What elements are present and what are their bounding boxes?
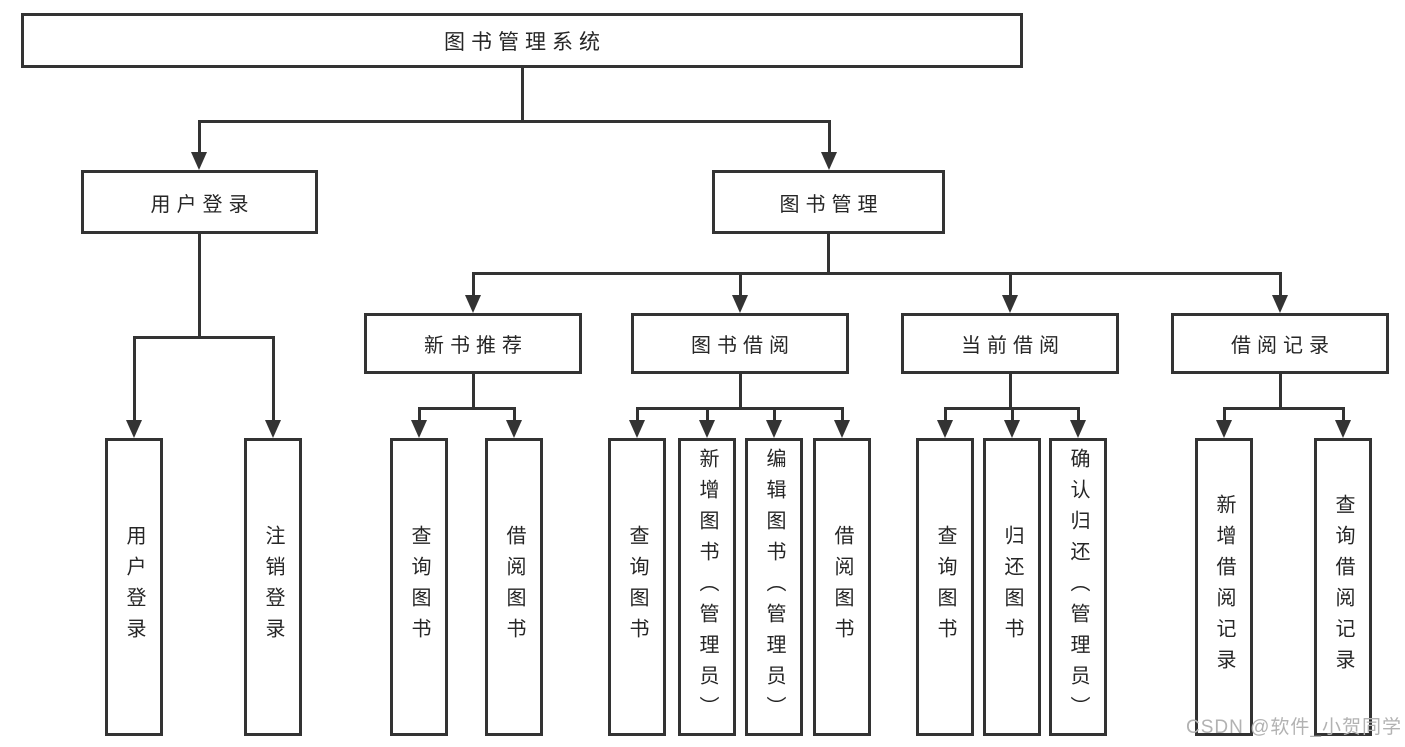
node-label: 新书推荐 <box>424 335 528 357</box>
node-label: 确认归还（管理员） <box>1067 447 1089 727</box>
connector-line <box>417 407 421 424</box>
connector-line <box>132 336 275 339</box>
leaf-query-books-current: 查询图书 <box>916 438 974 736</box>
arrow-down-icon <box>766 420 782 438</box>
connector-line <box>738 374 742 410</box>
connector-line <box>1008 272 1012 299</box>
connector-line <box>827 120 831 154</box>
arrow-down-icon <box>1070 420 1086 438</box>
connector-line <box>271 336 275 424</box>
arrow-down-icon <box>411 420 427 438</box>
connector-line <box>417 407 516 410</box>
leaf-user-login: 用户登录 <box>105 438 163 736</box>
connector-line <box>1010 407 1014 424</box>
arrow-down-icon <box>1272 295 1288 313</box>
leaf-add-borrow-record: 新增借阅记录 <box>1195 438 1253 736</box>
connector-line <box>1076 407 1080 424</box>
node-borrow-records: 借阅记录 <box>1171 313 1389 374</box>
leaf-return-book: 归还图书 <box>983 438 1041 736</box>
node-label: 归还图书 <box>1001 525 1023 649</box>
leaf-borrow-books-recommend: 借阅图书 <box>485 438 543 736</box>
connector-line <box>1222 407 1345 410</box>
arrow-down-icon <box>465 295 481 313</box>
connector-line <box>826 234 830 275</box>
connector-line <box>197 120 831 123</box>
node-current-borrowing: 当前借阅 <box>901 313 1119 374</box>
connector-line <box>635 407 844 410</box>
connector-line <box>738 272 742 299</box>
connector-line <box>471 272 475 299</box>
node-user-login: 用户登录 <box>81 170 318 234</box>
connector-line <box>1341 407 1345 424</box>
leaf-confirm-return-admin: 确认归还（管理员） <box>1049 438 1107 736</box>
node-label: 图书借阅 <box>691 335 795 357</box>
connector-line <box>520 68 524 123</box>
node-label: 查询图书 <box>408 525 430 649</box>
connector-line <box>943 407 1080 410</box>
leaf-logout: 注销登录 <box>244 438 302 736</box>
leaf-query-books-recommend: 查询图书 <box>390 438 448 736</box>
leaf-borrow-books: 借阅图书 <box>813 438 871 736</box>
node-label: 查询借阅记录 <box>1332 494 1354 680</box>
node-label: 新增图书（管理员） <box>696 447 718 727</box>
arrow-down-icon <box>1004 420 1020 438</box>
node-label: 借阅记录 <box>1231 335 1335 357</box>
node-book-management: 图书管理 <box>712 170 945 234</box>
node-library-system: 图书管理系统 <box>21 13 1023 68</box>
node-label: 查询图书 <box>934 525 956 649</box>
node-label: 注销登录 <box>262 525 284 649</box>
arrow-down-icon <box>1002 295 1018 313</box>
arrow-down-icon <box>265 420 281 438</box>
arrow-down-icon <box>732 295 748 313</box>
connector-line <box>705 407 709 424</box>
node-label: 查询图书 <box>626 525 648 649</box>
node-label: 用户登录 <box>150 193 255 216</box>
connector-line <box>1278 374 1282 410</box>
leaf-edit-book-admin: 编辑图书（管理员） <box>745 438 803 736</box>
arrow-down-icon <box>629 420 645 438</box>
node-new-book-recommend: 新书推荐 <box>364 313 582 374</box>
connector-line <box>943 407 947 424</box>
arrow-down-icon <box>821 152 837 170</box>
connector-line <box>772 407 776 424</box>
arrow-down-icon <box>126 420 142 438</box>
arrow-down-icon <box>699 420 715 438</box>
csdn-watermark: CSDN @软件_小贺同学 <box>1186 717 1402 738</box>
connector-line <box>635 407 639 424</box>
arrow-down-icon <box>191 152 207 170</box>
arrow-down-icon <box>834 420 850 438</box>
node-book-borrowing: 图书借阅 <box>631 313 849 374</box>
connector-line <box>132 336 136 424</box>
leaf-query-books-borrowing: 查询图书 <box>608 438 666 736</box>
connector-line <box>1222 407 1226 424</box>
connector-line <box>840 407 844 424</box>
connector-line <box>1008 374 1012 410</box>
connector-line <box>1278 272 1282 299</box>
node-label: 当前借阅 <box>961 335 1065 357</box>
connector-line <box>197 120 201 154</box>
node-label: 编辑图书（管理员） <box>763 447 785 727</box>
leaf-query-borrow-record: 查询借阅记录 <box>1314 438 1372 736</box>
arrow-down-icon <box>506 420 522 438</box>
node-label: 用户登录 <box>123 525 145 649</box>
arrow-down-icon <box>1335 420 1351 438</box>
connector-line <box>471 374 475 410</box>
arrow-down-icon <box>937 420 953 438</box>
connector-line <box>512 407 516 424</box>
node-label: 图书管理 <box>779 193 884 216</box>
arrow-down-icon <box>1216 420 1232 438</box>
connector-line <box>471 272 1282 275</box>
connector-line <box>197 234 201 339</box>
node-label: 借阅图书 <box>503 525 525 649</box>
leaf-add-book-admin: 新增图书（管理员） <box>678 438 736 736</box>
node-label: 图书管理系统 <box>444 30 606 54</box>
node-label: 借阅图书 <box>831 525 853 649</box>
node-label: 新增借阅记录 <box>1213 494 1235 680</box>
